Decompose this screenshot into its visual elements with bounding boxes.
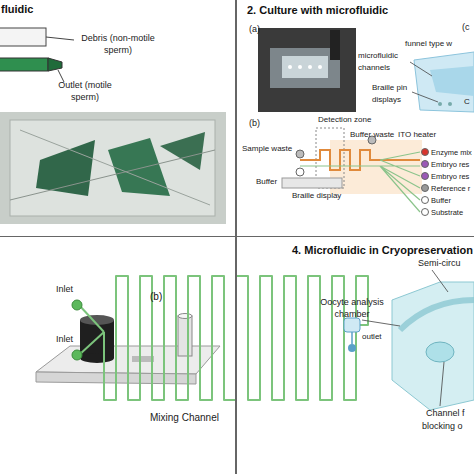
braille-pin	[448, 102, 452, 106]
port	[296, 168, 304, 176]
panel-title: (b)	[150, 291, 162, 302]
oocyte-channel-3d	[392, 282, 474, 410]
leader-line	[46, 37, 74, 40]
port	[422, 161, 429, 168]
semi-circular-channel	[400, 300, 474, 330]
panel-title: 4. Microfluidic in Cryopreservation	[292, 244, 473, 256]
part-label: Inlet	[56, 284, 73, 295]
chip-edge	[10, 150, 215, 200]
chip-edge	[20, 130, 210, 205]
part-label: Oocyte analysis chamber	[314, 296, 390, 320]
reservoir	[80, 353, 114, 363]
part-label: microfluidic channels	[358, 50, 410, 74]
outlet-tip	[48, 58, 62, 71]
leader-line	[432, 270, 448, 292]
chip-body	[10, 120, 215, 216]
part-label: ITO heater	[398, 129, 436, 140]
part-label: outlet	[362, 331, 382, 342]
braille-pin	[298, 65, 302, 69]
oocyte-well	[426, 342, 454, 362]
reaction-channel	[300, 150, 420, 170]
part-label: Mixing Channel	[150, 412, 219, 423]
outlet-channel	[351, 332, 353, 344]
tube	[178, 314, 192, 319]
part-label: Buffer	[431, 195, 451, 206]
port	[422, 209, 429, 216]
analysis-chamber	[344, 318, 360, 332]
chip-photo	[270, 48, 340, 88]
part-label: Embryo res	[431, 159, 469, 170]
chip-photo	[282, 56, 328, 78]
funnel-device	[414, 52, 474, 112]
chip-chamber	[108, 138, 170, 196]
part-label: (b)	[249, 118, 260, 129]
part-label: Channel f	[426, 408, 465, 419]
part-label: Detection zone	[318, 114, 371, 125]
leader-line	[410, 62, 432, 76]
setup-photo	[330, 30, 340, 60]
part-label: Inlet	[56, 334, 73, 345]
part-label: Sample waste	[242, 143, 292, 154]
part-label: C	[464, 96, 470, 107]
outlet-channel	[0, 58, 48, 71]
braille-display	[282, 178, 342, 188]
braille-pin	[438, 102, 442, 106]
chip-chamber	[160, 132, 205, 170]
slide-sticker	[132, 356, 154, 362]
part-label: Enzyme mix	[431, 147, 472, 158]
part-label: Braille display	[292, 190, 341, 201]
inlet-port	[72, 300, 82, 310]
inlet-channel	[79, 305, 104, 332]
part-label: Outlet (motile sperm)	[46, 79, 124, 103]
part-label: Buffer waste	[350, 129, 394, 140]
braille-pin	[318, 65, 322, 69]
part-label: funnel type w	[405, 38, 452, 49]
tube	[178, 316, 192, 356]
outlet-port	[348, 344, 356, 352]
leader-line	[440, 362, 444, 406]
braille-pin	[308, 65, 312, 69]
inlet-channel	[79, 332, 104, 355]
funnel-channel	[430, 66, 474, 96]
port	[422, 173, 429, 180]
figure-panel: 4. Microfluidic in Cryopreservation	[236, 236, 474, 474]
part-label: Embryo res	[431, 171, 469, 182]
part-label: Reference r	[431, 183, 470, 194]
part-label: Semi-circu	[418, 258, 461, 269]
port	[422, 185, 429, 192]
leader-line	[412, 92, 438, 102]
port	[422, 149, 429, 156]
panel-title: fluidic	[1, 3, 33, 15]
inlet-port	[72, 350, 82, 360]
part-label: Debris (non-motile sperm)	[72, 32, 164, 56]
setup-photo	[258, 28, 356, 112]
part-label: Braille pin displays	[372, 82, 420, 106]
port	[296, 150, 304, 158]
chip-photo	[0, 112, 226, 224]
leader-line	[362, 320, 400, 326]
part-label: (a)	[249, 24, 260, 35]
device-barrel	[0, 28, 46, 46]
braille-pin	[288, 65, 292, 69]
part-label: Substrate	[431, 207, 463, 218]
panel-title: 2. Culture with microfluidic	[247, 4, 388, 16]
port	[422, 197, 429, 204]
figure-panel: (b)	[0, 236, 236, 474]
part-label: (c	[462, 22, 470, 33]
part-label: Buffer	[256, 176, 277, 187]
part-label: blocking o	[422, 421, 463, 432]
